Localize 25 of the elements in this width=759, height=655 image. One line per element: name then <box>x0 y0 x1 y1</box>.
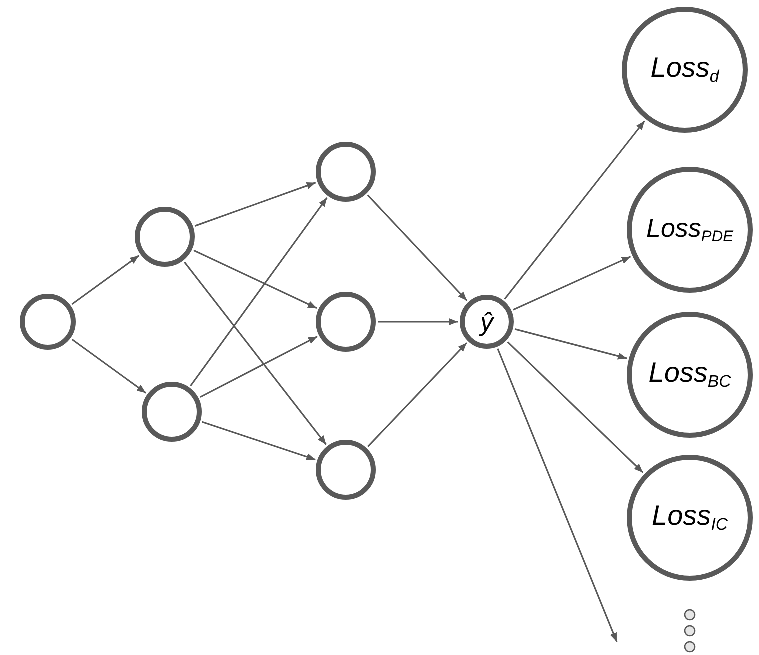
arrow <box>184 262 327 446</box>
arrow <box>507 342 644 474</box>
neuron-circle <box>316 440 376 500</box>
arrow <box>194 182 316 227</box>
arrow <box>72 338 147 394</box>
arrow <box>513 256 632 311</box>
arrow <box>368 342 468 448</box>
node-label: Loss$_{PDE}$ <box>646 214 734 246</box>
arrow <box>202 421 316 461</box>
node-label: Loss$_{BC}$ <box>648 359 732 391</box>
arrow <box>200 336 318 398</box>
arrow <box>514 328 628 360</box>
arrow <box>504 120 646 300</box>
node-label: Loss$_{d}$ <box>650 54 720 86</box>
output-circle <box>460 295 514 349</box>
arrow <box>194 250 318 310</box>
node-label: ŷ <box>480 309 494 335</box>
arrow <box>378 318 458 326</box>
arrow <box>497 348 618 642</box>
arrow <box>72 255 140 306</box>
arrow <box>367 194 468 302</box>
neuron-circle <box>135 207 195 267</box>
arrow <box>190 197 328 387</box>
neuron-circle <box>142 382 202 442</box>
node-label: Loss$_{IC}$ <box>652 502 728 534</box>
